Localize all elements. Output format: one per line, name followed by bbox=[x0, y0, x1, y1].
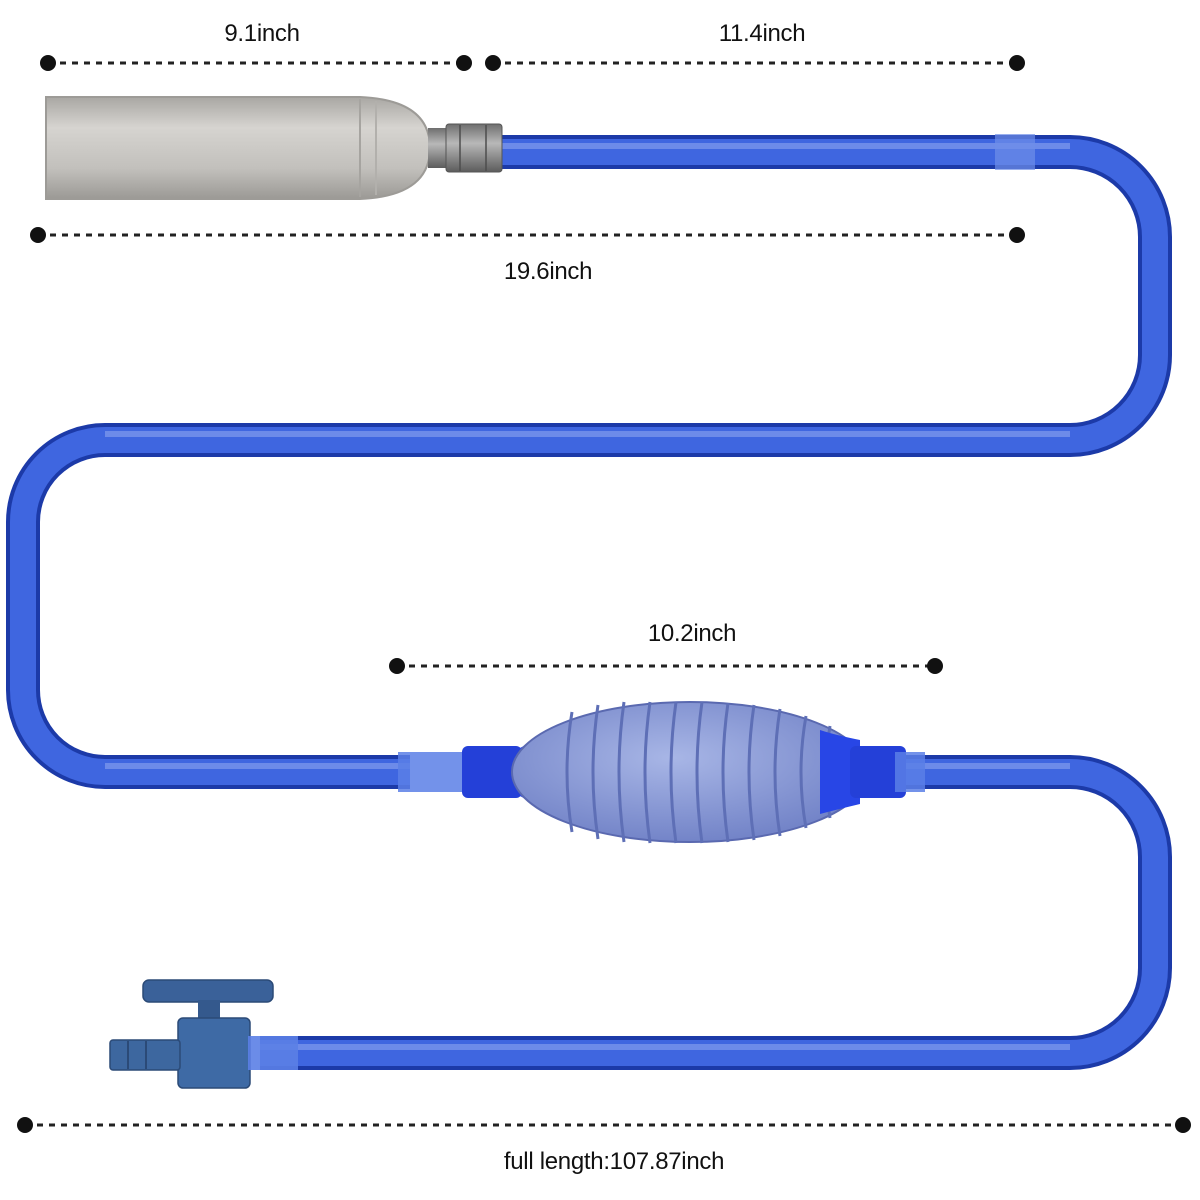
bulb-body bbox=[511, 701, 869, 843]
hose bbox=[6, 134, 1172, 1070]
valve-stem bbox=[198, 1000, 220, 1022]
bulb-connector-right bbox=[850, 746, 906, 798]
dimension-lines bbox=[25, 61, 1183, 1127]
hose-end-sleeve-top bbox=[995, 134, 1035, 170]
label-full-length: full length:107.87inch bbox=[503, 1148, 725, 1175]
label-top-section-total: 19.6inch bbox=[503, 258, 593, 285]
bulb-connector-left bbox=[462, 746, 522, 798]
label-upper-tube-length: 11.4inch bbox=[718, 20, 806, 47]
dimension-endpoints bbox=[17, 55, 1191, 1133]
valve-handle bbox=[142, 979, 274, 1003]
squeeze-bulb bbox=[398, 701, 925, 844]
cylinder-fitting bbox=[428, 123, 503, 173]
bulb-connector-left-sleeve bbox=[398, 752, 468, 792]
bulb-connector-right-sleeve bbox=[895, 752, 925, 792]
label-bulb-section: 10.2inch bbox=[647, 620, 737, 647]
hose-shine bbox=[105, 143, 1070, 1050]
hose-body bbox=[6, 135, 1172, 1070]
flow-control-valve bbox=[109, 979, 298, 1089]
hose-highlight bbox=[10, 139, 1168, 1066]
gravel-tube-cylinder bbox=[45, 96, 432, 200]
valve-connector bbox=[248, 1036, 298, 1070]
label-cylinder-length: 9.1inch bbox=[224, 20, 300, 47]
valve-body bbox=[177, 1017, 251, 1089]
